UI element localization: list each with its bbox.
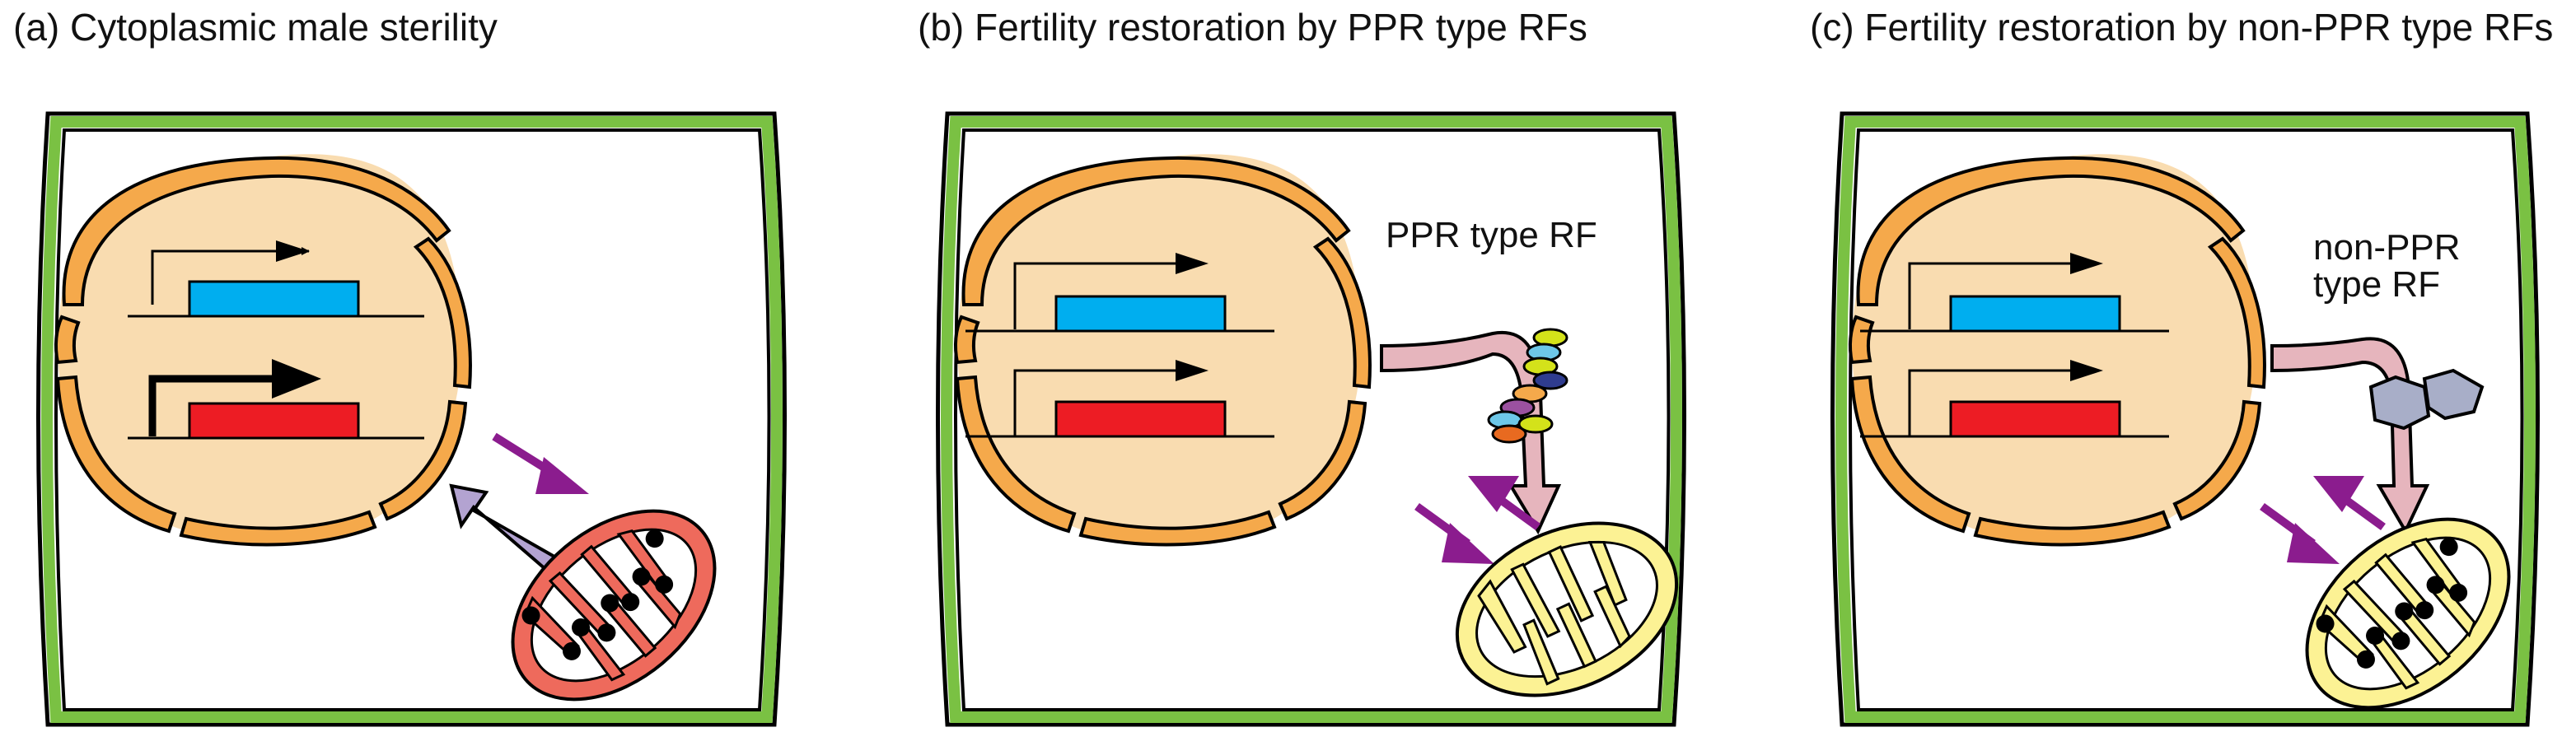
gene-2-red <box>1949 400 2121 438</box>
gene-1-blue <box>1949 295 2121 333</box>
cell-wall-band <box>941 116 1682 723</box>
mito-dots <box>521 529 674 660</box>
non-ppr-protein <box>2368 375 2431 431</box>
anterograde-arrow <box>1414 502 1494 564</box>
nucleus <box>957 154 1361 544</box>
panel-c-title: (c) Fertility restoration by non-PPR typ… <box>1810 6 2554 49</box>
nuclear-envelope <box>953 156 1372 547</box>
cell-wall-inner <box>954 128 1671 711</box>
mito-dots <box>2316 538 2468 669</box>
retrograde-arrow <box>2313 476 2386 531</box>
protein-label-line-1: non-PPR <box>2313 227 2461 268</box>
cell-wall-band <box>41 116 783 723</box>
mitochondrion-restored <box>2305 517 2511 710</box>
gene-1-blue <box>1054 295 1227 333</box>
ppr-protein <box>1487 328 1569 444</box>
gene-2-promoter-arrow <box>1908 369 2070 436</box>
mitochondrion-sterile <box>511 509 717 702</box>
rf-arrow <box>2270 337 2430 535</box>
gene-2-promoter-arrow <box>148 375 276 436</box>
panel-c: non-PPR type RF <box>1830 111 2540 727</box>
gene-2-arrowhead <box>272 359 321 399</box>
gene-1-promoter-arrow <box>151 247 310 305</box>
panel-a-title: (a) Cytoplasmic male sterility <box>13 6 498 49</box>
cell-wall-inner <box>54 128 771 711</box>
protein-label: PPR type RF <box>1386 215 1597 255</box>
non-ppr-protein-part <box>2422 368 2485 421</box>
mitochondrion-restored <box>1455 521 1679 697</box>
gene-2-red <box>1054 400 1227 438</box>
rf-arrow <box>1380 330 1562 535</box>
gene-2-arrowhead <box>1176 360 1209 381</box>
gene-1-arrowhead <box>276 240 309 262</box>
gene-2-promoter-arrow <box>1013 369 1176 436</box>
nuclear-envelope <box>54 156 472 547</box>
gene-2-red <box>188 402 360 440</box>
gene-1-promoter-arrow <box>1013 262 1176 329</box>
gene-1-blue <box>188 280 360 318</box>
retrograde-arrow <box>1468 476 1540 531</box>
nucleus <box>1852 154 2256 544</box>
cell-wall-inner <box>1849 128 2524 711</box>
anterograde-arrow <box>2260 502 2340 564</box>
nuclear-envelope <box>1848 156 2266 547</box>
gene-1-arrowhead <box>1176 253 1209 274</box>
gene-2-arrowhead <box>2070 360 2103 381</box>
retrograde-arrow <box>449 483 563 578</box>
protein-label-line-2: type RF <box>2313 264 2440 305</box>
panel-a <box>36 111 787 727</box>
panel-b-title: (b) Fertility restoration by PPR type RF… <box>918 6 1587 49</box>
panel-b: PPR type RF <box>936 111 1686 727</box>
cell-wall-band <box>1835 116 2536 723</box>
gene-1-arrowhead <box>2070 253 2103 274</box>
gene-1-promoter-arrow <box>1908 262 2070 329</box>
anterograde-arrow <box>492 432 589 494</box>
